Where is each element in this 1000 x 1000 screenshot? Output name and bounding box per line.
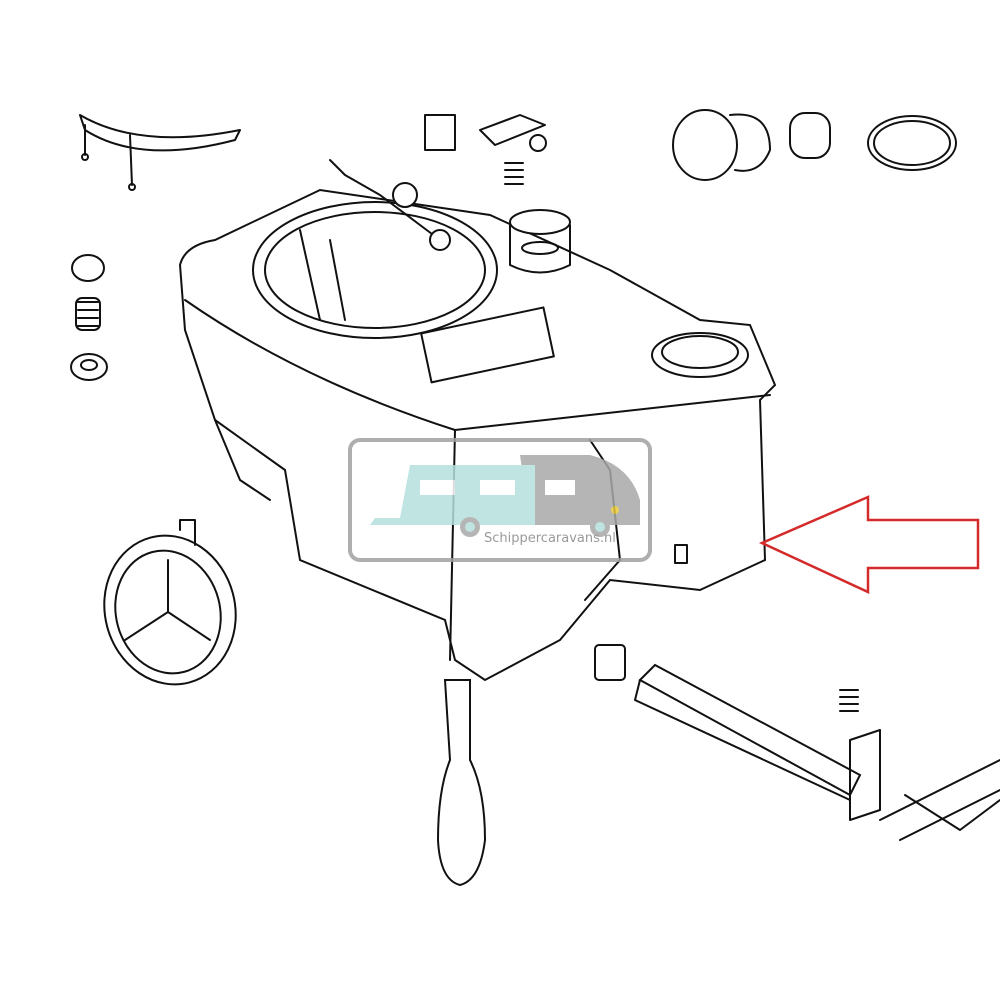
camper-silhouette [520,455,640,525]
spring-small-part [504,162,524,185]
toilet-tank-body [178,159,777,682]
knob-part [71,254,105,282]
valve-part [424,114,547,152]
watermark-text: Schippercaravans.nl [484,531,616,546]
watermark-frame [348,438,652,562]
handle-part [436,679,487,887]
wheel-part [103,519,237,686]
spring-part [75,297,101,331]
seat-bracket-part [79,114,241,191]
rod-part [594,644,1000,841]
seal-ring-part [70,353,108,381]
o-ring-part [867,115,957,171]
cap-part [672,109,831,181]
